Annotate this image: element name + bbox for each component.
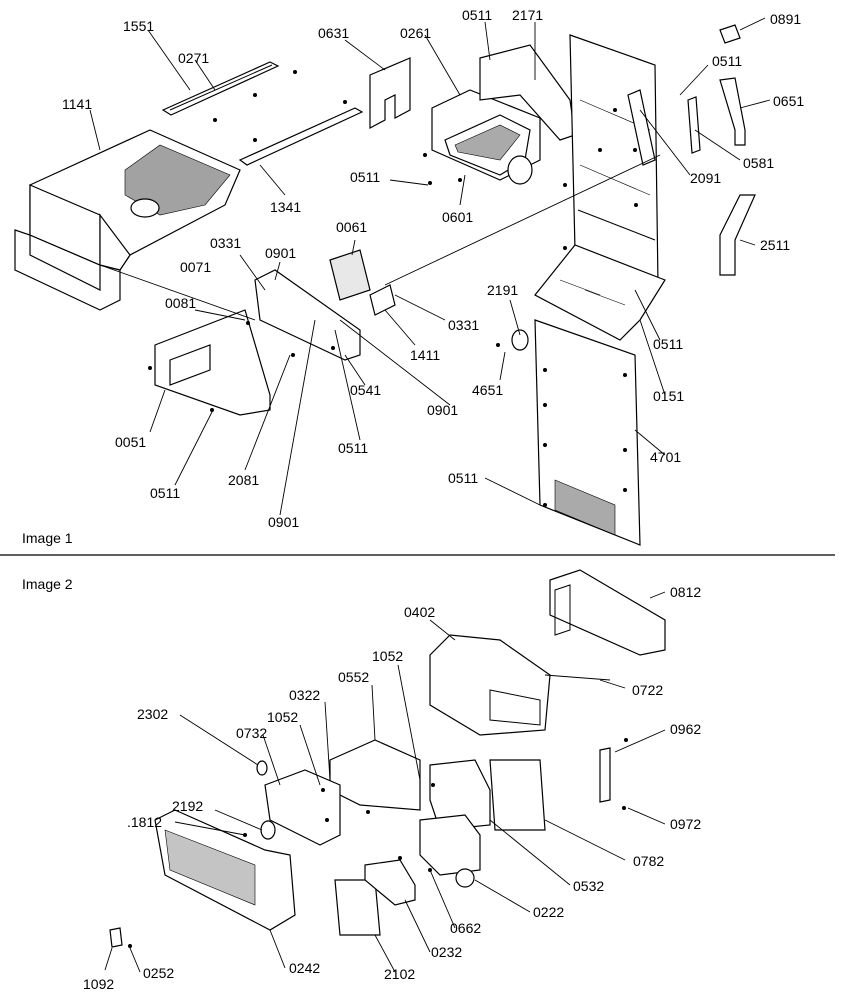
- strip-2091: [627, 89, 656, 166]
- part-label: 0581: [743, 155, 774, 171]
- part-label: 0901: [268, 514, 299, 530]
- part-label: 0232: [431, 944, 462, 960]
- part-label: 0331: [210, 235, 241, 251]
- strip-2511: [719, 194, 756, 276]
- part-label: 0812: [670, 584, 701, 600]
- part-label: 2191: [487, 282, 518, 298]
- part-label: 0662: [450, 920, 481, 936]
- part-label: 0071: [180, 259, 211, 275]
- part-0532: [429, 759, 491, 831]
- part-label: 4701: [650, 449, 681, 465]
- part-label: 2091: [690, 170, 721, 186]
- part-label: 0061: [336, 219, 367, 235]
- front-panel-0242: [154, 809, 296, 931]
- image1-parts: [14, 24, 756, 546]
- part-label: 2102: [384, 966, 415, 982]
- leaders-image1: [89, 17, 771, 516]
- part-label: 2302: [137, 706, 168, 722]
- part-label: 0271: [178, 50, 209, 66]
- screws-image1: [148, 70, 638, 507]
- part-label: 0252: [143, 965, 174, 981]
- part-label: 0541: [350, 382, 381, 398]
- part-label: 0722: [632, 682, 663, 698]
- image2-parts: [109, 569, 666, 948]
- section-title-image2: Image 2: [22, 576, 73, 592]
- part-label: 0651: [773, 93, 804, 109]
- part-label: 1052: [267, 709, 298, 725]
- bracket-0552: [329, 739, 421, 811]
- part-label: 0322: [289, 687, 320, 703]
- auger-motor-drawing: [431, 89, 541, 185]
- box-0051: [154, 309, 271, 416]
- part-label: 2081: [228, 472, 259, 488]
- part-label: 0511: [448, 470, 478, 486]
- labels-image2: 0812 0402 1052 0722 2302 0552 0732 1052 …: [83, 584, 701, 992]
- part-label: 0151: [653, 388, 684, 404]
- part-label: 1092: [83, 976, 114, 992]
- strip-0962: [599, 747, 611, 803]
- ice-bucket-drawing: [14, 129, 241, 311]
- part-label: 0511: [338, 440, 368, 456]
- part-label: 0511: [653, 336, 683, 352]
- part-label: 0891: [770, 11, 801, 27]
- part-2191: [511, 329, 529, 351]
- part-label: 1052: [372, 648, 403, 664]
- part-0222: [419, 814, 481, 876]
- part-label: 0511: [350, 169, 380, 185]
- part-label: 0081: [165, 295, 196, 311]
- transformer-0061: [329, 249, 371, 301]
- part-label: 0901: [427, 402, 458, 418]
- part-label: 1141: [62, 96, 92, 112]
- part-label: 0051: [115, 434, 146, 450]
- part-label: 0402: [404, 604, 435, 620]
- cube-0891: [719, 24, 741, 44]
- part-label: 0331: [448, 317, 479, 333]
- rail-1341: [238, 107, 364, 166]
- ring-2192: [260, 820, 276, 840]
- part-label: 0631: [318, 25, 349, 41]
- bracket-0732: [264, 769, 341, 846]
- part-label: 0511: [462, 7, 492, 23]
- part-label: .1812: [127, 814, 162, 830]
- part-label: 0782: [633, 853, 664, 869]
- part-label: 2192: [172, 798, 203, 814]
- leaders-image2: [104, 591, 666, 973]
- labels-image1: 1551 0271 0631 0261 0511 2171 0891 0511 …: [62, 7, 804, 530]
- bracket-0901: [254, 269, 361, 361]
- part-label: 1551: [123, 18, 154, 34]
- part-label: 0972: [670, 816, 701, 832]
- part-label: 1411: [410, 347, 440, 363]
- rod-0722: [544, 674, 611, 681]
- strip-0651: [719, 77, 746, 146]
- part-label: 2511: [760, 237, 790, 253]
- part-label: 0511: [150, 485, 180, 501]
- part-label: 0532: [573, 878, 604, 894]
- block-1411: [369, 284, 396, 316]
- plate-0782: [489, 759, 546, 831]
- shelf-0151: [534, 244, 666, 341]
- clip-1092: [109, 927, 123, 948]
- part-label: 0732: [236, 725, 267, 741]
- part-label: 0511: [712, 53, 742, 69]
- part-label: 0901: [265, 245, 296, 261]
- strip-0581: [687, 96, 701, 154]
- lower-panel-4701: [534, 319, 641, 546]
- part-label: 0222: [533, 904, 564, 920]
- section-title-image1: Image 1: [22, 530, 73, 546]
- part-label: 0261: [400, 25, 431, 41]
- bracket-0812: [549, 569, 666, 656]
- bracket-0631: [369, 57, 411, 129]
- part-label: 0962: [670, 721, 701, 737]
- part-label: 0242: [289, 960, 320, 976]
- part-2102: [334, 879, 381, 936]
- part-label: 0552: [338, 669, 369, 685]
- housing-0402: [429, 634, 551, 736]
- part-label: 4651: [472, 382, 503, 398]
- part-label: 1341: [270, 199, 301, 215]
- part-label: 2171: [512, 7, 543, 23]
- cap-2302: [256, 760, 268, 776]
- part-label: 0601: [442, 209, 473, 225]
- bracket-2171: [479, 44, 576, 141]
